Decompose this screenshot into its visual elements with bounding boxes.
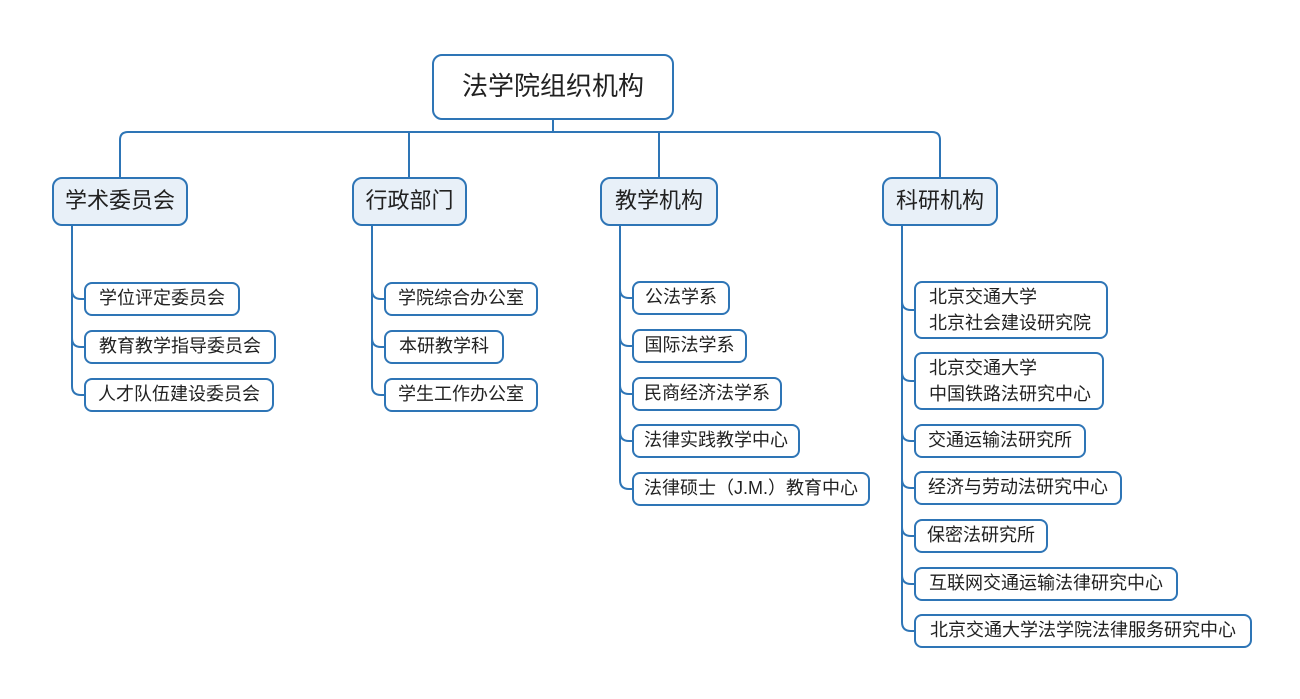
connector-administrative-hook-1	[371, 289, 385, 300]
connector-academic-hook-1	[71, 289, 85, 300]
connector-research-hook-5	[901, 526, 915, 537]
connector-research-hook-6	[901, 574, 915, 585]
connector-bus	[119, 131, 941, 178]
node-international-law-department: 国际法学系	[632, 329, 747, 363]
connector-teaching-hook-1	[619, 288, 633, 299]
node-student-affairs-office: 学生工作办公室	[384, 378, 538, 412]
connector-teaching-hook-3	[619, 384, 633, 395]
connector-teaching-hook-4	[619, 431, 633, 442]
node-civil-commercial-economic-law-department: 民商经济法学系	[632, 377, 782, 411]
connector-administrative-hook-2	[371, 337, 385, 348]
connector-research-trunk	[901, 225, 915, 632]
connector-administrative-trunk	[371, 225, 385, 396]
node-degree-evaluation-committee: 学位评定委员会	[84, 282, 240, 316]
node-bjtu-law-school-legal-service-center: 北京交通大学法学院法律服务研究中心	[914, 614, 1252, 648]
node-legal-practice-teaching-center: 法律实践教学中心	[632, 424, 800, 458]
connector-research-hook-4	[901, 478, 915, 489]
connector-research-hook-2	[901, 371, 915, 382]
node-root-law-school-organization: 法学院组织机构	[432, 54, 674, 120]
node-internet-transportation-law-center: 互联网交通运输法律研究中心	[914, 567, 1178, 601]
node-jm-education-center: 法律硕士（J.M.）教育中心	[632, 472, 870, 506]
branch-teaching-institutions: 教学机构	[600, 177, 718, 226]
connector-academic-trunk	[71, 225, 85, 396]
node-education-teaching-steering-committee: 教育教学指导委员会	[84, 330, 276, 364]
node-undergrad-grad-teaching-section: 本研教学科	[384, 330, 504, 364]
node-college-general-office: 学院综合办公室	[384, 282, 538, 316]
node-economic-labor-law-center: 经济与劳动法研究中心	[914, 471, 1122, 505]
connector-academic-hook-2	[71, 337, 85, 348]
node-bjtu-beijing-social-construction-institute: 北京交通大学 北京社会建设研究院	[914, 281, 1108, 339]
branch-research-institutions: 科研机构	[882, 177, 998, 226]
branch-administrative-departments: 行政部门	[352, 177, 467, 226]
connector-teaching-hook-2	[619, 336, 633, 347]
node-transportation-law-institute: 交通运输法研究所	[914, 424, 1086, 458]
node-talent-team-building-committee: 人才队伍建设委员会	[84, 378, 274, 412]
connector-research-hook-1	[901, 300, 915, 311]
connector-teaching-trunk	[619, 225, 633, 490]
branch-academic-committee: 学术委员会	[52, 177, 188, 226]
node-secrecy-law-institute: 保密法研究所	[914, 519, 1048, 553]
node-bjtu-china-railway-law-center: 北京交通大学 中国铁路法研究中心	[914, 352, 1104, 410]
node-public-law-department: 公法学系	[632, 281, 730, 315]
connector-research-hook-3	[901, 431, 915, 442]
